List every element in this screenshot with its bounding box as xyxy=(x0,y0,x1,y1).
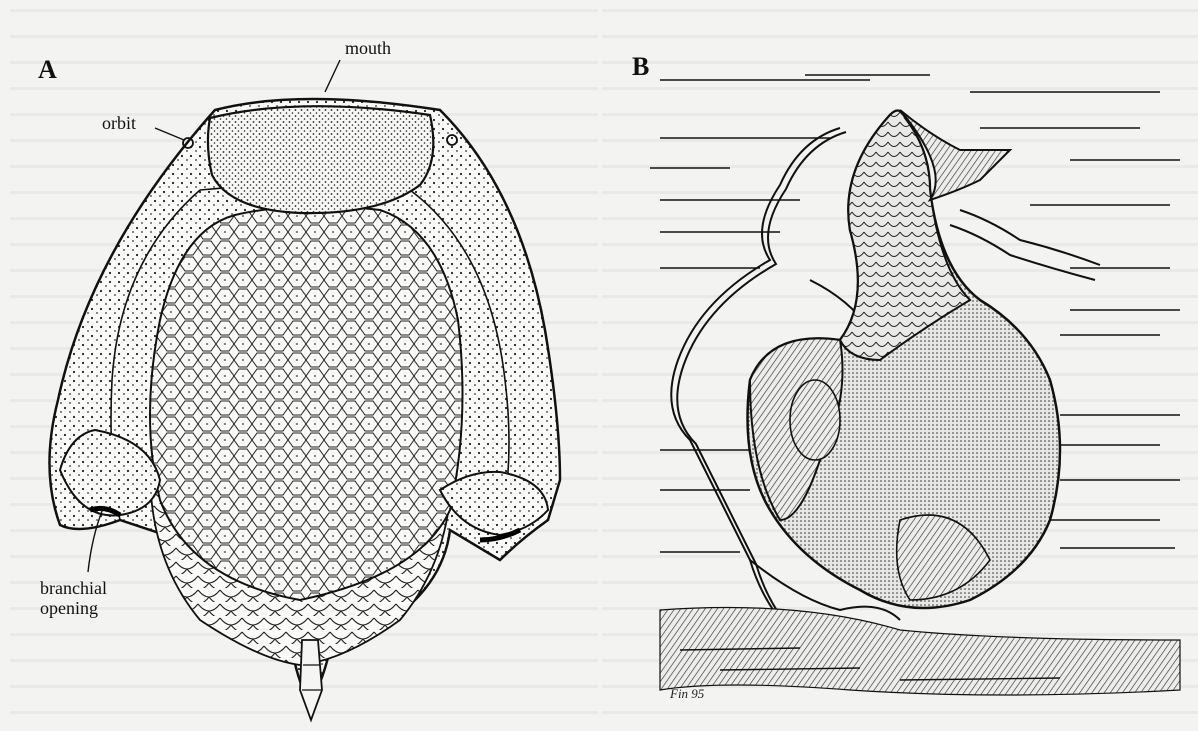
rostral-plate xyxy=(208,106,433,213)
mouth-leader xyxy=(325,60,340,92)
label-opening: opening xyxy=(40,598,98,618)
artist-signature: Fin 95 xyxy=(670,686,704,702)
panel-b: B xyxy=(600,0,1198,731)
tail-spine xyxy=(300,640,322,720)
panel-divider xyxy=(598,0,602,731)
label-mouth: mouth xyxy=(345,38,391,58)
label-orbit: orbit xyxy=(102,113,136,133)
armour-head-shield-drawing xyxy=(0,0,600,731)
panel-a: A xyxy=(0,0,600,731)
eye-plate xyxy=(790,380,840,460)
orbit-leader xyxy=(155,128,184,140)
sea-floor xyxy=(660,608,1180,696)
label-branchial: branchial xyxy=(40,578,107,598)
fish-reconstruction-drawing xyxy=(600,0,1198,731)
dorsal-plate xyxy=(150,206,463,600)
